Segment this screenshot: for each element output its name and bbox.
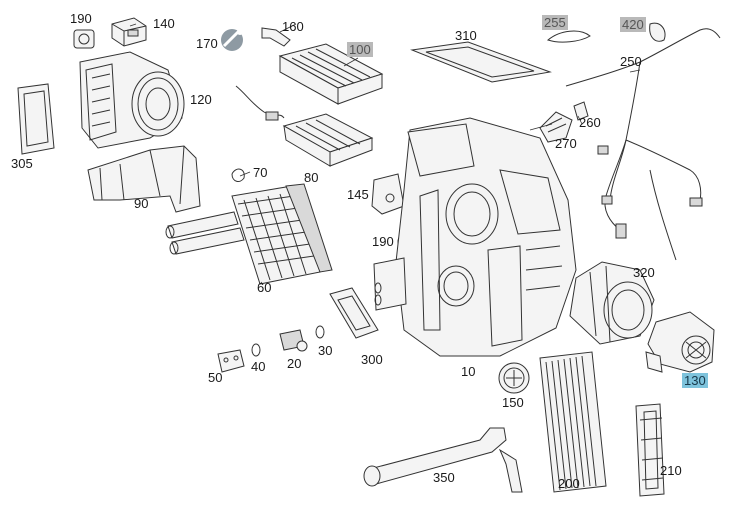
callout-200[interactable]: 200 xyxy=(558,476,580,491)
callout-40[interactable]: 40 xyxy=(251,359,266,374)
callout-100[interactable]: 100 xyxy=(347,42,373,57)
part-210-side-cover[interactable] xyxy=(635,403,665,497)
part-255-cable-strap[interactable] xyxy=(546,30,591,43)
callout-90[interactable]: 90 xyxy=(134,196,149,211)
part-420-cable-clip[interactable] xyxy=(649,22,666,42)
callout-120[interactable]: 120 xyxy=(190,92,212,107)
part-300-gasket[interactable] xyxy=(329,287,379,339)
part-20-expansion-valve[interactable] xyxy=(279,329,308,352)
part-90-air-duct[interactable] xyxy=(87,145,201,213)
callout-140[interactable]: 140 xyxy=(153,16,175,31)
part-270-actuator-motor[interactable] xyxy=(539,111,573,143)
part-170-service-wrench-icon[interactable] xyxy=(221,28,243,51)
callout-60[interactable]: 60 xyxy=(257,280,272,295)
callout-310[interactable]: 310 xyxy=(455,28,477,43)
callout-210[interactable]: 210 xyxy=(660,463,682,478)
part-200-evaporator[interactable] xyxy=(539,351,607,493)
part-140-control-module[interactable] xyxy=(111,17,147,47)
part-145-servo-actuator[interactable] xyxy=(371,173,405,215)
part-30-o-ring[interactable] xyxy=(315,325,325,339)
callout-20[interactable]: 20 xyxy=(287,356,302,371)
part-130-blower-motor[interactable] xyxy=(645,311,715,373)
part-190-grommet-top[interactable] xyxy=(73,29,95,49)
part-100-cabin-filter[interactable] xyxy=(278,43,384,105)
callout-50[interactable]: 50 xyxy=(208,370,223,385)
part-260-connector[interactable] xyxy=(573,101,589,121)
callout-305[interactable]: 305 xyxy=(11,156,33,171)
part-320-blower-scroll[interactable] xyxy=(569,261,655,345)
part-40-washer[interactable] xyxy=(251,343,261,357)
callout-145[interactable]: 145 xyxy=(347,187,369,202)
part-80-filter-with-sensor[interactable] xyxy=(235,85,374,167)
part-250-wiring-harness[interactable] xyxy=(565,28,721,261)
part-305-seal-frame[interactable] xyxy=(17,83,55,155)
callout-70[interactable]: 70 xyxy=(253,165,268,180)
callout-260[interactable]: 260 xyxy=(579,115,601,130)
part-60-heater-core[interactable] xyxy=(165,183,333,285)
callout-270[interactable]: 270 xyxy=(555,136,577,151)
callout-130[interactable]: 130 xyxy=(682,373,708,388)
callout-250[interactable]: 250 xyxy=(620,54,642,69)
callout-420[interactable]: 420 xyxy=(620,17,646,32)
callout-10[interactable]: 10 xyxy=(461,364,476,379)
callout-190-middle[interactable]: 190 xyxy=(372,234,394,249)
part-350-drain-tube[interactable] xyxy=(363,427,523,493)
callout-80[interactable]: 80 xyxy=(304,170,319,185)
callout-190-top[interactable]: 190 xyxy=(70,11,92,26)
part-310-gasket-frame[interactable] xyxy=(410,41,552,83)
part-10-heater-ac-housing[interactable] xyxy=(373,117,577,357)
callout-30[interactable]: 30 xyxy=(318,343,333,358)
callout-320[interactable]: 320 xyxy=(633,265,655,280)
part-150-temperature-sensor[interactable] xyxy=(498,362,530,394)
callout-150[interactable]: 150 xyxy=(502,395,524,410)
callout-300[interactable]: 300 xyxy=(361,352,383,367)
callout-160[interactable]: 160 xyxy=(282,19,304,34)
callout-170[interactable]: 170 xyxy=(196,36,218,51)
callout-350[interactable]: 350 xyxy=(433,470,455,485)
callout-255[interactable]: 255 xyxy=(542,15,568,30)
part-50-bracket[interactable] xyxy=(217,349,245,373)
part-160-clip[interactable] xyxy=(261,27,291,47)
part-120-air-intake-housing[interactable] xyxy=(79,51,185,149)
part-70-hose-clip[interactable] xyxy=(231,168,245,182)
